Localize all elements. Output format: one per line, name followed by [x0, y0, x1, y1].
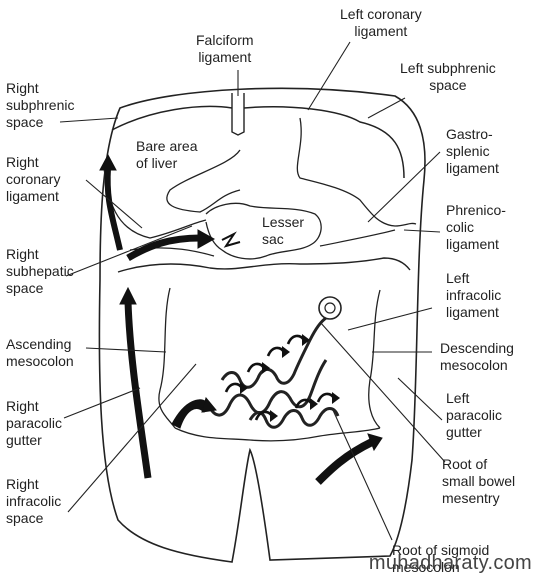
leader-left-subphrenic [368, 98, 405, 118]
arrow-right-subphrenic-head [100, 155, 116, 170]
sigmoid-contour [175, 428, 380, 441]
label-left-paracolic-gutter: Left paracolic gutter [446, 390, 503, 440]
lesser-sac-contour [206, 203, 321, 259]
label-right-subhepatic-space: Right subhepatic space [6, 246, 74, 296]
abdominal-outline [99, 88, 425, 562]
leader-right-infracolic [68, 364, 196, 512]
arrow-left-infracolic [318, 442, 372, 482]
label-phrenicocolic-ligament: Phrenico- colic ligament [446, 202, 506, 252]
watermark: muhadharaty.com [368, 552, 532, 574]
bare-area-contour [167, 150, 240, 212]
label-left-subphrenic-space: Left subphrenic space [400, 60, 496, 93]
duodenojejunal-flexure [319, 297, 341, 319]
leader-root-small-bowel [320, 322, 445, 462]
arrow-left-infracolic-head [368, 434, 382, 450]
label-root-of-small-bowel-mesentery: Root of small bowel mesentry [442, 456, 516, 506]
leader-right-subphrenic [60, 118, 118, 122]
label-right-paracolic-gutter: Right paracolic gutter [6, 398, 63, 448]
left-lobe-contour [297, 118, 416, 226]
crescent-head-1 [202, 398, 216, 412]
label-falciform-ligament: Falciform ligament [196, 32, 254, 65]
liver-upper-contour [112, 106, 404, 178]
zigzag-lesser-sac [222, 234, 240, 246]
arrow-to-lesser-sac [128, 238, 200, 258]
leader-right-paracolic [64, 388, 140, 418]
label-descending-mesocolon: Descending mesocolon [440, 340, 514, 373]
arrow-right-paracolic-head [120, 288, 136, 304]
label-right-subphrenic-space: Right subphrenic space [6, 80, 75, 130]
label-right-infracolic-space: Right infracolic space [6, 476, 62, 526]
leader-phrenicocolic [404, 230, 440, 232]
leader-ascending-mesocolon [86, 348, 166, 352]
leader-left-infracolic [348, 308, 432, 330]
leader-right-subhepatic [66, 226, 192, 276]
leader-root-sigmoid [332, 408, 392, 540]
arrow-right-subphrenic [108, 168, 120, 250]
label-left-coronary-ligament: Left coronary ligament [340, 6, 422, 39]
label-bare-area-of-liver: Bare area of liver [136, 138, 198, 171]
label-gastrosplenic-ligament: Gastro- splenic ligament [446, 126, 499, 176]
leader-right-coronary [86, 180, 142, 228]
duodenojejunal-flexure-inner [325, 303, 335, 313]
label-lesser-sac: Lesser sac [262, 214, 305, 247]
transverse-colon [118, 258, 410, 272]
leader-gastrosplenic [368, 152, 440, 222]
label-root-of-sigmoid-mesocolon: Root of sigmoid mesocolon [392, 542, 490, 575]
arrow-right-paracolic [128, 302, 148, 478]
arrow-to-lesser-sac-head [198, 230, 214, 248]
leader-left-coronary [308, 42, 350, 110]
sigmoid-mesocolon-wave [250, 409, 338, 428]
ascending-colon-inner [159, 288, 175, 428]
label-ascending-mesocolon: Ascending mesocolon [6, 336, 74, 369]
label-left-infracolic-ligament: Left infracolic ligament [446, 270, 502, 320]
leader-left-paracolic [398, 378, 442, 420]
descending-colon-inner [369, 290, 380, 428]
small-bowel-mesentery-wave-2 [222, 318, 326, 387]
mesentery-curve-arrowheads [240, 334, 340, 422]
leader-lines [60, 42, 445, 540]
label-right-coronary-ligament: Right coronary ligament [6, 154, 61, 204]
falciform-ligament-line [232, 93, 244, 135]
